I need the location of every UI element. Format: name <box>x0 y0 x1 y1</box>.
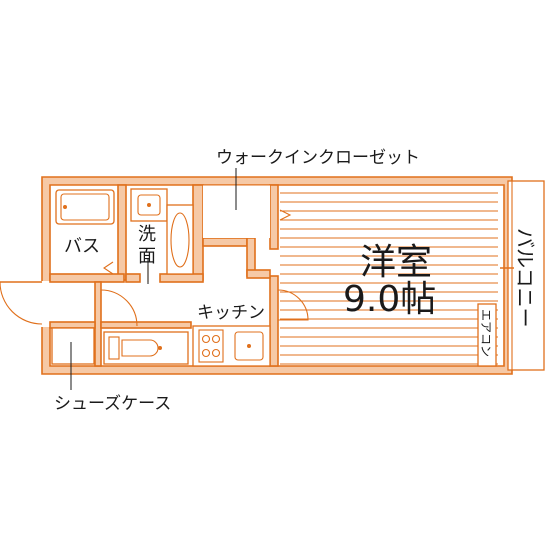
washbasin <box>130 188 168 222</box>
leader-lines <box>70 168 237 390</box>
room-flooring <box>280 192 498 365</box>
washing-machine-pan <box>166 204 194 275</box>
air-conditioner-box <box>477 303 497 367</box>
entrance-door <box>0 281 43 325</box>
toilet-door <box>100 289 138 327</box>
bath-door-marker <box>103 261 114 275</box>
bath-label: バス <box>64 236 100 257</box>
shoe-case-label: シューズケース <box>54 394 171 414</box>
room-size-label: 9.0帖 <box>343 279 436 320</box>
toilet <box>103 331 189 365</box>
interior-walls <box>49 184 279 367</box>
air-conditioner-label: エアコン <box>479 309 493 357</box>
walk-in-closet-label: ウォークインクローゼット <box>216 148 420 168</box>
washroom-label-1: 洗 <box>138 224 156 245</box>
bathtub <box>55 189 115 225</box>
balcony <box>507 180 545 371</box>
entrance-opening <box>40 281 52 327</box>
kitchen-label: キッチン <box>197 303 265 323</box>
shoe-case-cabinet <box>51 327 95 365</box>
western-room-label: 洋室 <box>360 242 432 283</box>
washroom-label-2: 面 <box>138 246 156 267</box>
kitchen-counter <box>192 325 271 367</box>
balcony-label: バルコニー <box>513 228 537 328</box>
closet-door-marker <box>279 209 292 221</box>
room-door <box>277 289 309 321</box>
